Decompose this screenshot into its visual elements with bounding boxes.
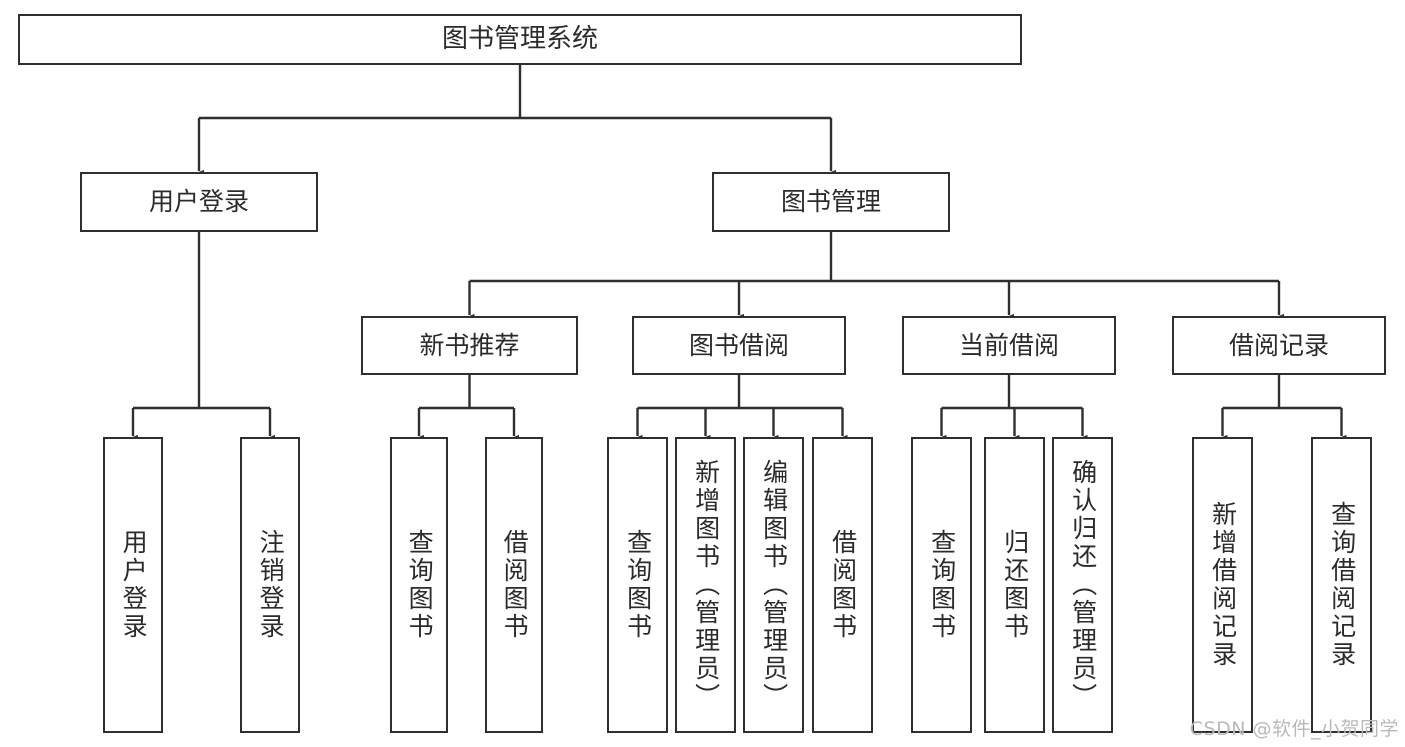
node-label: 查询借阅记录	[1327, 501, 1357, 669]
diagram-node-l-c-query[interactable]: 查询图书	[911, 437, 972, 733]
diagram-node-l-c-confirm[interactable]: 确认归还（管理员）	[1052, 437, 1113, 733]
diagram-node-l-c-return[interactable]: 归还图书	[984, 437, 1045, 733]
diagram-node-login[interactable]: 用户登录	[80, 172, 318, 232]
node-label: 新书推荐	[419, 330, 520, 360]
watermark-text: CSDN @软件_小贺同学	[1189, 718, 1399, 740]
diagram-node-current[interactable]: 当前借阅	[902, 316, 1116, 375]
node-label: 借阅记录	[1228, 330, 1329, 360]
node-label: 查询图书	[623, 529, 653, 641]
diagram-node-l-logout[interactable]: 注销登录	[240, 437, 300, 733]
node-label: 图书借阅	[688, 330, 789, 360]
diagram-node-l-login[interactable]: 用户登录	[103, 437, 163, 733]
node-label: 用户登录	[148, 187, 249, 216]
node-label: 查询图书	[927, 529, 957, 641]
node-label: 图书管理系统	[441, 23, 598, 54]
diagram-node-l-b-query[interactable]: 查询图书	[607, 437, 668, 733]
node-label: 新增借阅记录	[1208, 501, 1238, 669]
node-label: 借阅图书	[500, 529, 530, 641]
node-label: 新增图书（管理员）	[691, 459, 721, 711]
node-label: 注销登录	[256, 529, 286, 641]
diagram-node-l-r-add[interactable]: 新增借阅记录	[1192, 437, 1253, 733]
diagram-node-l-nb-borrow[interactable]: 借阅图书	[485, 437, 543, 733]
diagram-node-l-b-edit[interactable]: 编辑图书（管理员）	[743, 437, 804, 733]
node-label: 用户登录	[119, 529, 149, 641]
diagram-node-newbook[interactable]: 新书推荐	[361, 316, 578, 375]
node-label: 借阅图书	[828, 529, 858, 641]
diagram-node-l-r-query[interactable]: 查询借阅记录	[1311, 437, 1372, 733]
diagram-node-l-b-add[interactable]: 新增图书（管理员）	[675, 437, 736, 733]
node-label: 查询图书	[405, 529, 435, 641]
diagram-node-l-b-borrow[interactable]: 借阅图书	[812, 437, 873, 733]
node-label: 图书管理	[780, 187, 881, 216]
node-label: 编辑图书（管理员）	[759, 459, 789, 711]
node-label: 当前借阅	[958, 330, 1059, 360]
node-label: 确认归还（管理员）	[1068, 459, 1098, 711]
diagram-node-root[interactable]: 图书管理系统	[18, 14, 1022, 65]
node-label: 归还图书	[1000, 529, 1030, 641]
diagram-node-borrow[interactable]: 图书借阅	[632, 316, 846, 375]
diagram-node-bookmgmt[interactable]: 图书管理	[712, 172, 950, 232]
diagram-node-records[interactable]: 借阅记录	[1172, 316, 1386, 375]
diagram-node-l-nb-query[interactable]: 查询图书	[390, 437, 448, 733]
